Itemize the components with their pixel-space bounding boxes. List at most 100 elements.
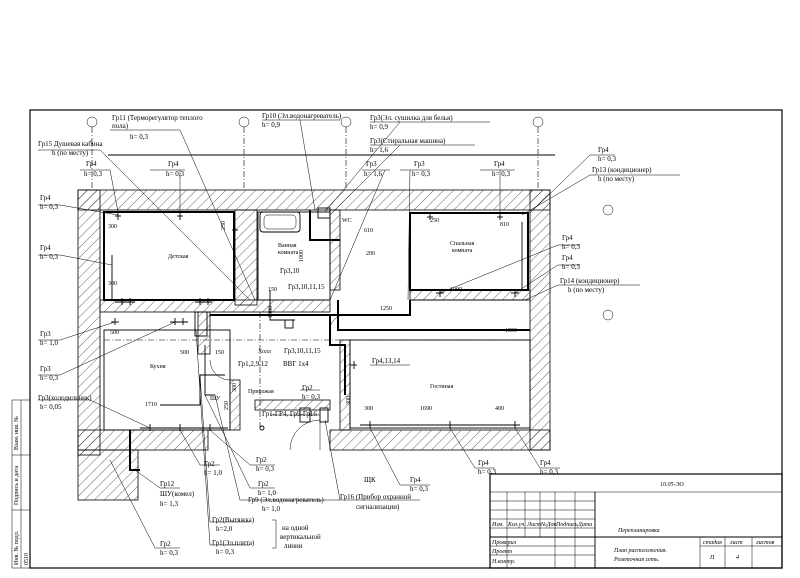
callout-gr4-top3: Гр4 [494,160,505,168]
room-spalnaya-1: Спальная [450,241,475,247]
callout-gr15-h: h (по месту) [52,149,89,157]
stamp-stage-h: стадия [703,539,722,546]
callout-gr13: Гр13 (кондиционер) [592,166,652,174]
callout-gr10-h: h= 0,9 [262,121,280,129]
callout-gr3-top2: Гр3 [414,160,425,168]
callout-gr1-gr4: Гр1-ГР4, Гр9-Гр16 [262,410,317,418]
callout-gr3-top1: Гр3 [366,160,377,168]
callout-gr4-br2-h: h= 0,3 [478,468,496,476]
callout-one-line-b: вертикальной [280,533,321,541]
callout-gr12-h: h= 1,3 [160,500,178,508]
callout-gr9: Гр9 (Эл.водонагреватель) [248,496,324,504]
dim-1710: 1710 [145,402,157,408]
room-vannaya-1: Ванная [278,243,297,249]
callout-gr4-rmid2-h: h= 0,3 [562,263,580,271]
callout-gr4-right1: Гр4 [598,146,609,154]
callout-gr16-a: Гр16 (Прибор охранной [340,493,411,501]
stamp-h-podp: Подпись [555,521,578,528]
room-kuhnya: Кухня [150,364,166,370]
callouts: Гр11 (Терморегулятор теплого пола) h= 0,… [38,112,652,557]
callout-gr4-13-14: Гр4,13,14 [372,357,401,365]
dim-250-b: 250 [430,218,439,224]
dim-1250: 1250 [380,306,392,312]
dim-250-c: 250 [224,401,230,410]
callout-gr3-fridge: Гр3(холодильник) [38,394,92,402]
callout-gr4-top1: Гр4 [86,160,97,168]
stamp-prover: Проверил [491,540,517,546]
callout-vvg: ВВГ 1х4 [283,360,309,368]
room-vannaya-2: комната [278,250,299,256]
callout-gr4-br3-h: h= 0,3 [540,468,558,476]
stamp-nkontr: Н.контр. [491,559,515,565]
callout-gr4-left2-h: h= 0,3 [40,253,58,261]
room-detskaya: Детская [168,254,189,260]
dim-1000-c: 1000 [268,306,274,318]
callout-gr4-rmid1-h: h= 0,3 [562,243,580,251]
room-prihozhaya: Прихожая [248,389,274,395]
callout-gr4-rmid2: Гр4 [562,254,573,262]
callout-gr2-b1-h: h= 0,3 [256,465,274,473]
side-number: 0510 [24,553,30,565]
callout-gr2-b2-h: h= 1,0 [204,469,222,477]
callout-gr3-10: Гр3,10 [280,267,300,275]
callout-gr4-left1: Гр4 [40,194,51,202]
callout-gr3-10-11-15: Гр3,10,11,15 [288,283,325,291]
callout-gr3-fridge-h: h= 0,05 [40,403,62,411]
dim-500-a: 500 [110,330,119,336]
stamp-listov-h: листов [755,540,775,546]
callout-gr3-dry: Гр3(Эл. сушилка для белья) [370,114,453,122]
callout-gr9-h: h= 1,0 [262,505,280,513]
callout-gr3-left1: Гр3 [40,330,51,338]
dim-1690: 1690 [420,406,432,412]
callout-shchk: ЩК [364,476,376,484]
dim-400: 400 [495,406,504,412]
callout-gr4-right1-h: h= 0,3 [598,155,616,163]
dim-300-e: 300 [232,383,238,392]
callout-gr3-left1-h: h= 1,0 [40,339,58,347]
dim-300-a: 300 [108,224,117,230]
bathtub [259,211,301,233]
stamp-code: 10.05-ЭО [660,482,684,488]
callout-gr14-h: h (по месту) [568,286,605,294]
stamp-proekt: Проект [491,549,513,555]
callout-shu-mark: ШУ [210,396,221,402]
callout-gr2-bot: Гр2 [160,540,171,548]
left-binding-table: Взам. инв. № Подпись и дата Инв. № подл.… [11,399,31,569]
dim-150-b: 150 [215,350,224,356]
stamp-list-v: 4 [736,554,739,561]
callout-gr4-top2-h: h= 0,3 [166,170,184,178]
callout-gr1-plate: Гр1(Эл.плита) [212,539,255,547]
axis-markers [86,116,614,321]
dim-1000-a: 1000 [450,287,462,293]
callout-gr2-b3: Гр2 [258,480,269,488]
dim-200: 200 [366,251,375,257]
dim-810: 810 [500,222,509,228]
callout-gr2-vyt: Гр2(Вытяжка) [212,516,255,524]
callout-gr16-b: сигнализации) [356,503,400,511]
callout-gr11-h: h= 0,3 [130,133,148,141]
callout-gr2-mid: Гр2 [302,384,313,392]
callout-gr3-10-11-15-b: Гр3,10,11,15 [284,347,321,355]
outer-walls [77,189,551,501]
side-podp-label: Подпись и дата [14,465,20,505]
callout-gr4-left2: Гр4 [40,244,51,252]
stamp-h-doc: №Док [540,522,556,528]
callout-gr4-left1-h: h= 0,3 [40,203,58,211]
dim-1500: 1500 [505,328,517,334]
stamp-h-kol: Кол.уч [507,522,524,528]
stamp-stage-v: П [709,555,715,561]
callout-gr4-top1-h: h= 0,3 [84,170,102,178]
stamp-h-list: Лист [526,522,542,528]
callout-gr14: Гр14 (кондиционер) [560,277,620,285]
callout-gr4-br1-h: h= 0,3 [410,485,428,493]
room-gostinaya: Гостиная [430,384,453,390]
dim-250-a: 250 [221,221,227,230]
callout-gr11-b: пола) [112,122,129,130]
callout-gr11-a: Гр11 (Терморегулятор теплого [112,114,203,122]
callout-gr1-plate-h: h= 0,3 [216,548,234,556]
stamp-list-h: лист [729,540,743,546]
leader-lines [38,119,680,549]
callout-gr4-br3: Гр4 [540,459,551,467]
side-vzam-label: Взам. инв. № [14,416,20,450]
